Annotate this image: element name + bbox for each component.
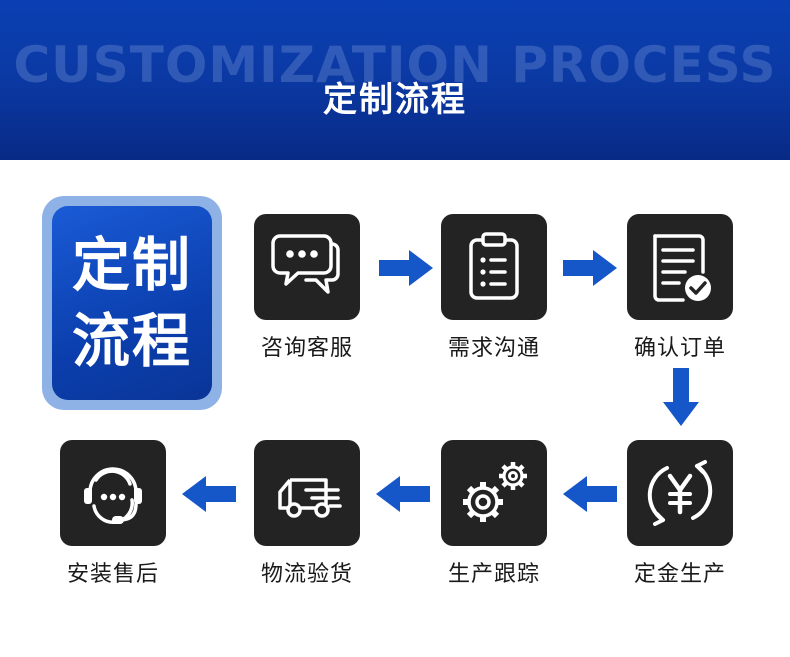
yuan-refresh-icon	[647, 460, 713, 526]
arrow-down-icon	[663, 368, 699, 426]
header-watermark: CUSTOMIZATION PROCESS	[13, 36, 777, 94]
step-label: 需求沟通	[447, 336, 540, 361]
header-banner: CUSTOMIZATION PROCESS 定制流程	[0, 0, 790, 160]
step-label: 定金生产	[633, 562, 726, 587]
arrow-left-icon	[182, 476, 236, 512]
clipboard-list-icon	[469, 232, 519, 300]
step-label: 咨询客服	[260, 336, 353, 361]
step-label: 物流验货	[260, 562, 353, 587]
arrow-left-icon	[563, 476, 617, 512]
gears-icon	[463, 462, 527, 522]
delivery-truck-icon	[278, 478, 342, 518]
arrow-right-icon	[379, 250, 433, 286]
step-tile	[441, 440, 547, 546]
step-tile	[254, 214, 360, 320]
headset-support-icon	[84, 467, 142, 524]
step-tile	[441, 214, 547, 320]
step-label: 生产跟踪	[447, 562, 540, 587]
step-label: 安装售后	[66, 562, 159, 587]
step-tile	[627, 214, 733, 320]
badge-line-2: 流程	[71, 307, 192, 375]
step-label: 确认订单	[633, 336, 726, 361]
step-tile	[627, 440, 733, 546]
step-tile	[254, 440, 360, 546]
badge-line-1: 定制	[71, 231, 192, 299]
chat-bubbles-icon	[271, 234, 340, 294]
process-badge-inner: 定制 流程	[52, 206, 212, 400]
header-title: 定制流程	[323, 80, 467, 120]
process-badge: 定制 流程	[42, 196, 222, 410]
arrow-left-icon	[376, 476, 430, 512]
arrow-right-icon	[563, 250, 617, 286]
step-tile	[60, 440, 166, 546]
document-check-icon	[653, 234, 711, 302]
